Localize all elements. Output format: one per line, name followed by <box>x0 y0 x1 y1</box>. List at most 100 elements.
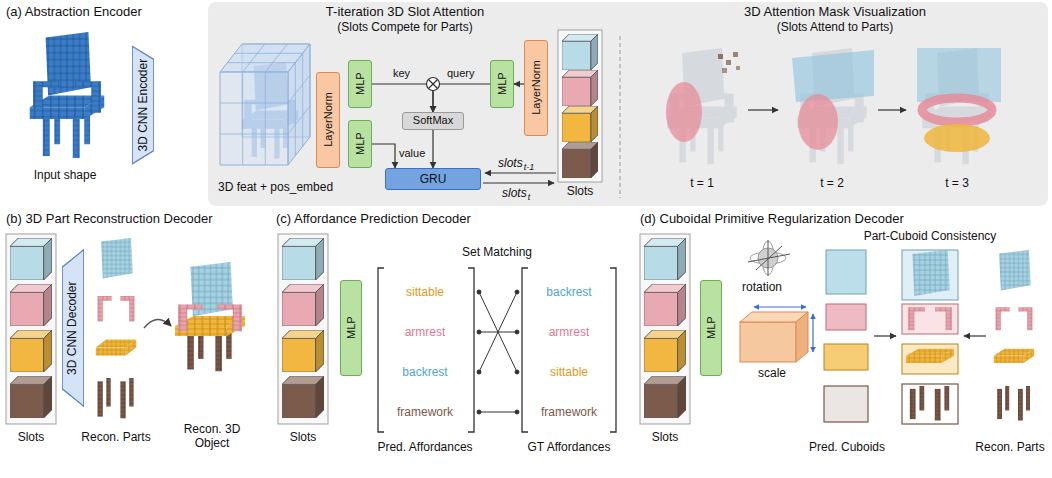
caption-label: Pred. Cuboids <box>809 440 885 454</box>
slot-column-b-use <box>10 330 52 372</box>
slot-update-arrows-line <box>483 182 554 183</box>
slot-column-b-use <box>10 284 52 326</box>
recon-parts-b <box>96 238 136 418</box>
scale-cuboid-line <box>754 306 806 307</box>
feature-grid-cube-g-line <box>265 72 266 165</box>
matching-lines-line <box>479 412 517 413</box>
slot-update-arrows-line <box>485 172 556 173</box>
slot-column-b-use <box>10 376 52 418</box>
connector <box>514 83 524 84</box>
slot-attention-panel-line <box>620 36 621 198</box>
matrix-brackets-path <box>378 268 384 432</box>
slot-column-c-use <box>282 284 324 326</box>
node-label: 3D CNN Decoder <box>66 281 80 374</box>
recon-chair <box>175 262 245 371</box>
consistency-arrows-line <box>964 335 986 336</box>
cuboid-part-overlay-use <box>910 386 949 421</box>
matching-lines-circle <box>477 330 481 334</box>
caption-label: Set Matching <box>462 245 532 259</box>
scale-cuboid-rect <box>740 322 796 362</box>
matmul-symbol-line <box>429 80 438 89</box>
attention-mask-t2-polygon <box>792 50 874 102</box>
slot-column-d-rect <box>640 234 690 424</box>
feature-grid-cube-g-line <box>288 106 310 134</box>
pred-cuboids-rect <box>826 250 866 294</box>
matching-lines-circle <box>515 410 519 414</box>
recon-parts-b-use <box>98 296 135 322</box>
slot-attention-panel-rect <box>208 2 1048 206</box>
cuboid-part-overlay-use <box>908 307 952 330</box>
affordance-label: armrest <box>549 325 590 339</box>
matching-lines-line <box>479 292 517 372</box>
mlp-box: MLP <box>340 280 362 376</box>
attention-mask-t2-ellipse <box>798 94 838 150</box>
slot-column-a-use <box>562 70 598 106</box>
recon-parts-d-use <box>997 386 1030 421</box>
pred-cuboids-rect <box>824 344 868 370</box>
time-step: t = 2 <box>820 176 844 190</box>
matching-lines-circle <box>515 330 519 334</box>
slot-column-c-use <box>282 238 324 280</box>
matching-lines-circle <box>477 410 481 414</box>
affordance-label: backrest <box>546 285 591 299</box>
recon-parts-b-use <box>98 378 134 418</box>
cuboid-part-overlay <box>902 250 958 424</box>
layernorm-box: LayerNorm <box>316 72 340 168</box>
input-voxel-chair-use <box>30 32 105 158</box>
cuboid-part-overlay-rect <box>902 344 958 374</box>
feature-grid-cube-g-line <box>295 63 296 156</box>
matmul-symbol-circle <box>427 78 440 91</box>
feature-grid-cube-polygon <box>288 44 310 165</box>
feature-grid-cube-g-line <box>220 134 288 135</box>
time-step: t = 3 <box>945 176 969 190</box>
caption-label: Recon. Parts <box>81 430 150 444</box>
section-subtitle: (Slots Compete for Parts) <box>337 20 472 34</box>
slot-column-d-use <box>644 238 686 280</box>
attention-mask-t3-ellipse <box>924 124 990 152</box>
feature-grid-cube-g-line <box>220 103 288 104</box>
slot-column-c <box>278 234 328 424</box>
cuboid-part-overlay-rect <box>902 304 958 334</box>
signal-name: slots <box>498 156 523 170</box>
matrix-brackets-path <box>468 268 474 432</box>
connector <box>372 84 433 112</box>
layernorm-box: LayerNorm <box>524 40 548 136</box>
panel-title: (a) Abstraction Encoder <box>6 4 142 20</box>
iteration-arrows-line <box>748 109 778 110</box>
feature-grid-cube-g <box>220 44 310 165</box>
panel-title: (b) 3D Part Reconstruction Decoder <box>6 211 213 227</box>
caption-label: Recon. 3D Object <box>170 422 254 451</box>
assemble-arrow <box>144 319 171 328</box>
matrix-brackets-path <box>522 268 528 432</box>
cuboid-part-overlay-use <box>906 349 954 363</box>
mlp-box: MLP <box>700 280 722 376</box>
cuboid-part-overlay-use <box>912 250 949 296</box>
feature-grid-cube-g-line <box>302 53 303 146</box>
slot-column-a <box>558 30 602 182</box>
matmul-symbol <box>427 78 440 91</box>
time-step: t = 1 <box>690 176 714 190</box>
feature-grid-cube <box>220 44 310 165</box>
scale-cuboid <box>740 307 813 362</box>
matching-lines-circle <box>477 290 481 294</box>
slots-label: Slots <box>290 430 317 444</box>
section-subtitle: (Slots Attend to Parts) <box>777 20 894 34</box>
slot-column-d-use <box>644 330 686 372</box>
consistency-arrows-line <box>874 335 896 336</box>
slot-column-d <box>640 234 690 424</box>
caption-label: Pred. Affordances <box>377 440 472 454</box>
slot-column-c-rect <box>278 234 328 424</box>
signal-subscript: t-1 <box>524 162 535 173</box>
feature-grid-cube-g-line <box>235 53 303 54</box>
node-label: SoftMax <box>413 114 453 127</box>
feature-grid-cube-polygon <box>220 72 288 165</box>
trapezoid-shape <box>62 250 84 407</box>
slot-column-b <box>6 234 56 424</box>
slot-column-a-use <box>562 106 598 142</box>
attention-mask-t1-rect <box>726 60 731 65</box>
affordance-label: armrest <box>405 325 446 339</box>
consistency-arrows <box>874 335 986 336</box>
slots-label: Slots <box>652 430 679 444</box>
caption-label: Part-Cuboid Consistency <box>864 229 997 243</box>
